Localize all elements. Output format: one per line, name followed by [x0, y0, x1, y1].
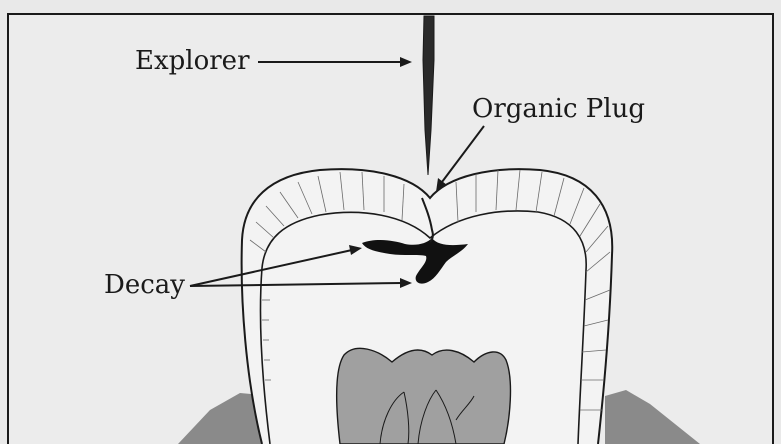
pulp-chamber [337, 348, 511, 444]
organic-plug-label: Organic Plug [472, 96, 645, 122]
explorer-label: Explorer [135, 48, 250, 74]
decay-label: Decay [104, 272, 185, 298]
